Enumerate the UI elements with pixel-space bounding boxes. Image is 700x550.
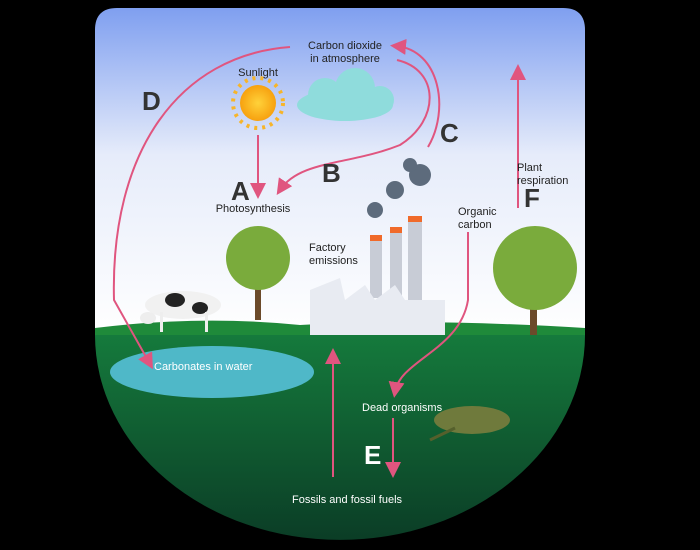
- cow-icon: [140, 291, 221, 332]
- letter-e: E: [364, 440, 382, 470]
- organic-line2: carbon: [458, 219, 492, 231]
- smoke-icon: [367, 158, 431, 218]
- pond: [110, 346, 314, 398]
- carbonates-label: Carbonates in water: [154, 361, 253, 373]
- arrow-d: [112, 46, 291, 370]
- plant-line1: Plant: [517, 162, 543, 174]
- plant-line2: respiration: [517, 175, 569, 187]
- letter-a: A: [231, 176, 250, 206]
- co2-line2: in atmosphere: [310, 53, 380, 65]
- letter-b: B: [322, 158, 341, 188]
- photosynthesis-label: Photosynthesis: [215, 203, 291, 215]
- factory-line1: Factory: [309, 242, 346, 254]
- letter-c: C: [440, 118, 459, 148]
- fossils-label: Fossils and fossil fuels: [292, 494, 403, 506]
- arrow-organic: [388, 232, 469, 398]
- letter-f: F: [524, 183, 540, 213]
- tree-left-icon: [226, 226, 290, 320]
- cloud-icon: [297, 68, 394, 121]
- factory-line2: emissions: [309, 255, 358, 267]
- tree-right-icon: [493, 226, 577, 335]
- co2-line1: Carbon dioxide: [308, 40, 382, 52]
- factory-icon: [310, 216, 445, 335]
- organic-line1: Organic: [458, 206, 497, 218]
- sunlight-label: Sunlight: [238, 67, 278, 79]
- dead-leaf-icon: [429, 406, 510, 442]
- arrow-b: [276, 59, 431, 195]
- arrow-c: [390, 38, 441, 148]
- letter-d: D: [142, 86, 161, 116]
- sky: [95, 8, 585, 335]
- dead-organisms-label: Dead organisms: [362, 402, 443, 414]
- sun-icon: [231, 76, 285, 130]
